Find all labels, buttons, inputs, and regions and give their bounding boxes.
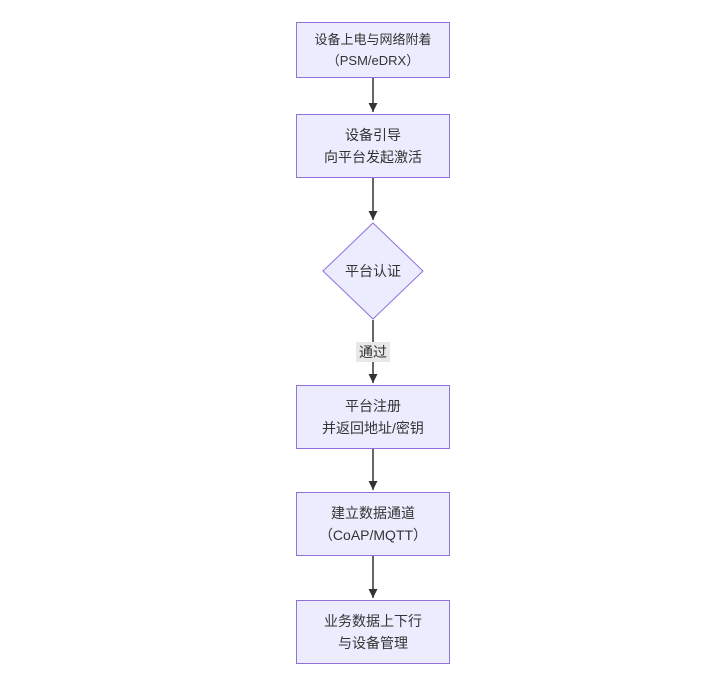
diamond-polygon bbox=[322, 222, 424, 320]
node-data-channel: 建立数据通道 （CoAP/MQTT） bbox=[296, 492, 450, 556]
diamond-shape bbox=[322, 222, 424, 320]
node-line: 设备上电与网络附着 bbox=[314, 32, 432, 47]
node-line: 平台注册 bbox=[345, 398, 401, 414]
node-line: 业务数据上下行 bbox=[324, 613, 422, 629]
node-boot-activate: 设备引导 向平台发起激活 bbox=[296, 114, 450, 178]
node-platform-register: 平台注册 并返回地址/密钥 bbox=[296, 385, 450, 449]
node-line: 平台认证 bbox=[345, 263, 401, 279]
node-line: 建立数据通道 bbox=[331, 505, 415, 521]
node-line: 并返回地址/密钥 bbox=[322, 420, 424, 436]
node-line: 向平台发起激活 bbox=[324, 149, 422, 165]
node-line: 与设备管理 bbox=[338, 635, 408, 651]
node-line: （CoAP/MQTT） bbox=[318, 527, 428, 543]
node-business-data: 业务数据上下行 与设备管理 bbox=[296, 600, 450, 664]
edge-label-pass: 通过 bbox=[356, 342, 390, 362]
node-platform-auth: 平台认证 bbox=[322, 222, 424, 320]
node-line: （PSM/eDRX） bbox=[326, 53, 420, 68]
node-power-attach: 设备上电与网络附着 （PSM/eDRX） bbox=[296, 22, 450, 78]
node-line: 设备引导 bbox=[345, 127, 401, 143]
